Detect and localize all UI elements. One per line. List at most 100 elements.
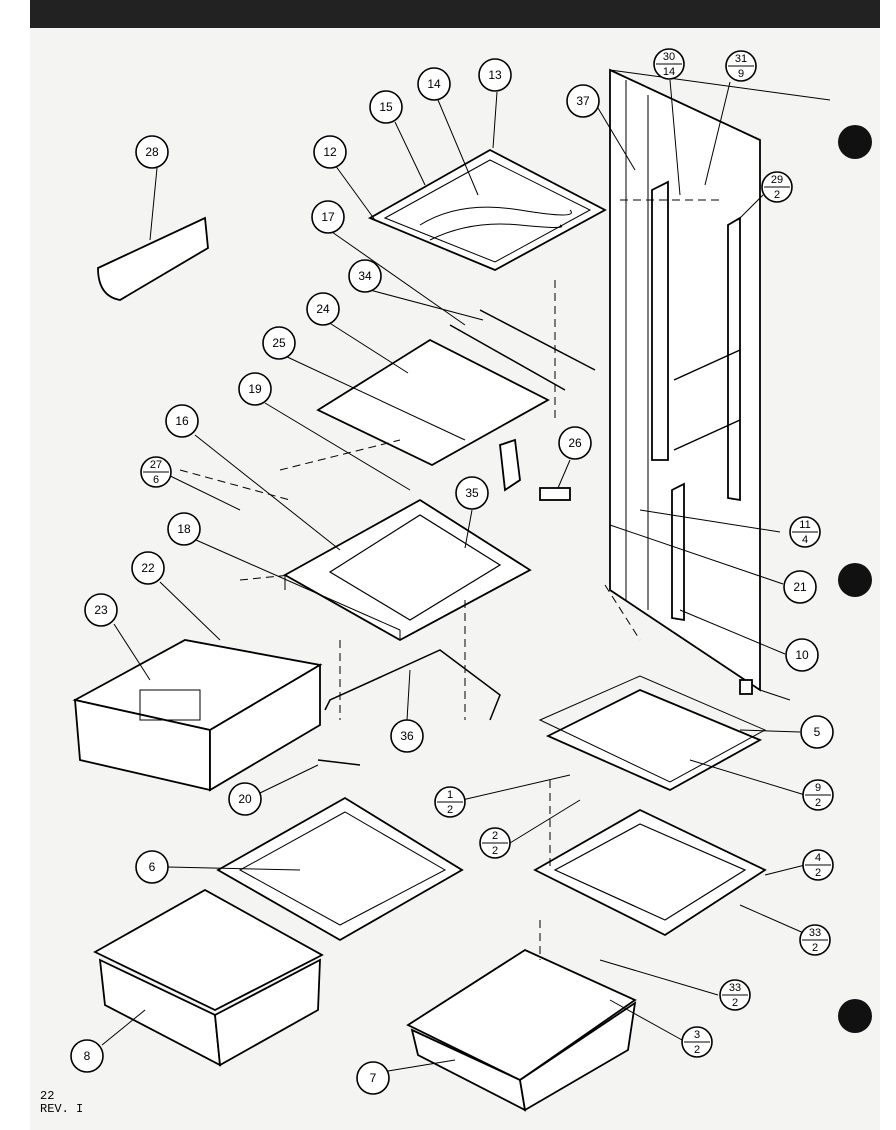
callout-26: 26 [558, 426, 592, 460]
page-footer: 22 REV. I [40, 1090, 83, 1116]
meat-pan-8 [93, 888, 324, 1067]
callout-29-2-num: 29 [771, 174, 783, 186]
revision-label: REV. I [40, 1102, 84, 1116]
callout-23: 23 [84, 593, 118, 627]
pan-cover-shelf-6 [216, 796, 464, 942]
binder-hole-bottom [838, 999, 872, 1033]
bracket-26b [539, 487, 571, 501]
callout-2-2-den: 2 [492, 845, 498, 857]
crisper-pan-7 [406, 948, 637, 1112]
callout-4-2: 42 [802, 849, 834, 881]
callout-1-2-num: 1 [447, 789, 453, 801]
callout-6: 6 [135, 850, 169, 884]
callout-7: 7 [356, 1061, 390, 1095]
callout-5: 5 [800, 715, 834, 749]
callout-33-2b-den: 2 [732, 997, 738, 1009]
callout-8-label: 8 [84, 1049, 91, 1063]
callout-9-2-num: 9 [815, 782, 821, 794]
callout-4-2-num: 4 [815, 852, 821, 864]
callout-19-label: 19 [248, 382, 262, 396]
callout-24-label: 24 [316, 302, 330, 316]
callout-21-label: 21 [793, 580, 807, 594]
callout-18: 18 [167, 512, 201, 546]
callout-3-2-den: 2 [694, 1044, 700, 1056]
callout-33-2b-num: 33 [729, 982, 741, 994]
crisper-cover-frame [283, 498, 532, 642]
callout-33-2a-den: 2 [812, 942, 818, 954]
callout-20-label: 20 [238, 792, 252, 806]
leader-lines [101, 79, 816, 1072]
shelf-rail-17 [449, 324, 566, 391]
dairy-bin-28 [97, 216, 209, 301]
callout-33-2a: 332 [799, 924, 831, 956]
callout-9-2-den: 2 [815, 797, 821, 809]
callout-31-9: 319 [725, 50, 757, 82]
callout-16-label: 16 [175, 414, 189, 428]
assembly-guide-lines [179, 199, 720, 960]
binder-hole-middle [838, 563, 872, 597]
page-number: 22 [40, 1089, 55, 1103]
callout-33-2b: 332 [719, 979, 751, 1011]
callout-1-2: 12 [434, 786, 466, 818]
crisper-drawer-pair [72, 639, 323, 792]
callout-29-2: 292 [761, 171, 793, 203]
callout-12: 12 [313, 135, 347, 169]
callout-2-2-num: 2 [492, 830, 498, 842]
callout-36-label: 36 [400, 729, 414, 743]
callout-24: 24 [306, 292, 340, 326]
callout-6-label: 6 [149, 860, 156, 874]
callout-23-label: 23 [94, 603, 108, 617]
callout-13: 13 [478, 58, 512, 92]
slide-rail-20 [317, 759, 361, 766]
callout-1-2-den: 2 [447, 804, 453, 816]
callout-4-2-den: 2 [815, 867, 821, 879]
callout-22-label: 22 [141, 561, 155, 575]
callout-25-label: 25 [272, 336, 286, 350]
callout-27-6: 276 [140, 456, 172, 488]
support-bracket-36 [324, 649, 501, 721]
callout-28: 28 [135, 135, 169, 169]
callout-37-label: 37 [576, 94, 590, 108]
callout-5-label: 5 [814, 725, 821, 739]
callout-19: 19 [238, 372, 272, 406]
scan-border-right [880, 0, 896, 1130]
callout-3-2-num: 3 [694, 1029, 700, 1041]
callout-14: 14 [417, 67, 451, 101]
top-shelf-assembly [367, 148, 607, 271]
callout-15: 15 [369, 90, 403, 124]
callout-11-4-num: 11 [799, 519, 810, 531]
callout-17-label: 17 [321, 210, 335, 224]
callout-37: 37 [566, 84, 600, 118]
callout-13-label: 13 [488, 68, 502, 82]
callout-31-9-den: 9 [738, 68, 744, 80]
callout-20: 20 [228, 782, 262, 816]
scan-border-left [0, 0, 30, 1130]
shelf-rail-34 [479, 309, 596, 371]
callout-9-2: 92 [802, 779, 834, 811]
bracket-26 [499, 438, 521, 492]
callout-35-label: 35 [465, 486, 479, 500]
callout-10-label: 10 [795, 648, 809, 662]
callout-26-label: 26 [568, 436, 582, 450]
callout-16: 16 [165, 404, 199, 438]
callout-11-4: 114 [789, 516, 821, 548]
callout-30-14-num: 30 [663, 51, 675, 63]
callout-35: 35 [455, 476, 489, 510]
cabinet-liner-wall [609, 68, 831, 701]
callout-30-14-den: 14 [663, 66, 675, 78]
crisper-cover-4 [533, 808, 767, 937]
callout-14-label: 14 [427, 77, 441, 91]
callout-25: 25 [262, 326, 296, 360]
callout-15-label: 15 [379, 100, 393, 114]
callout-27-6-den: 6 [153, 474, 159, 486]
callout-18-label: 18 [177, 522, 191, 536]
callout-22: 22 [131, 551, 165, 585]
callout-7-label: 7 [370, 1071, 377, 1085]
callout-21: 21 [783, 570, 817, 604]
callout-28-label: 28 [145, 145, 159, 159]
callout-27-6-num: 27 [150, 459, 162, 471]
callout-31-9-num: 31 [735, 53, 747, 65]
